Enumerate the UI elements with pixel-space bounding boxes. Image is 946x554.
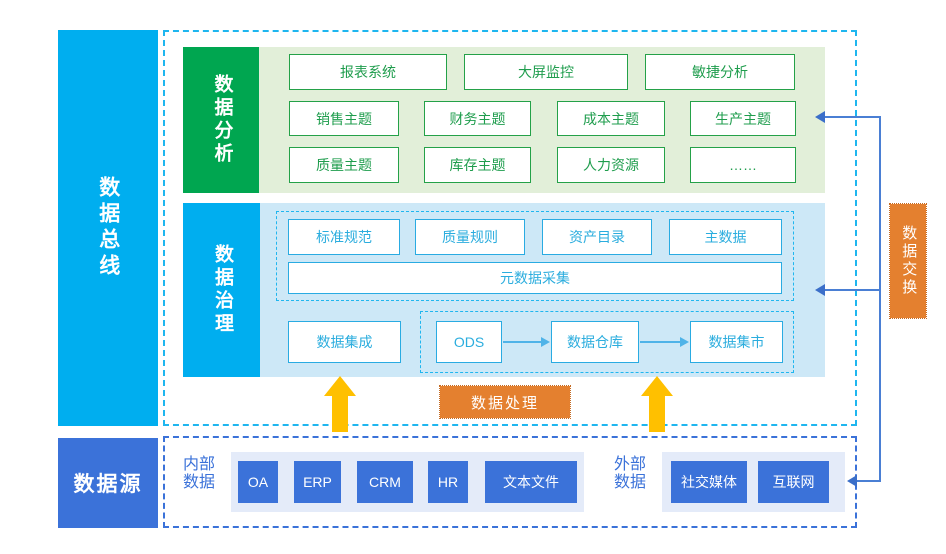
pipeline-ods-label: ODS bbox=[453, 334, 485, 350]
upload-arrow-left-stem bbox=[332, 396, 348, 432]
governance-standard-label: 资产目录 bbox=[569, 229, 625, 245]
pipeline-warehouse-label: 数据仓库 bbox=[567, 334, 623, 350]
exchange-connector-vertical bbox=[879, 116, 881, 482]
data-processing-badge: 数据处理 bbox=[439, 385, 571, 419]
governance-tag-label: 数据治理 bbox=[211, 244, 233, 336]
exchange-connector-analysis-line bbox=[825, 116, 881, 118]
analysis-item-label: 生产主题 bbox=[715, 110, 771, 127]
governance-standards-group bbox=[276, 211, 794, 301]
exchange-connector-governance-line bbox=[825, 289, 881, 291]
upload-arrow-right-stem bbox=[649, 396, 665, 432]
source-item-crm[interactable]: CRM bbox=[357, 461, 413, 503]
analysis-tag: 数据分析 bbox=[183, 47, 259, 193]
analysis-item[interactable]: 人力资源 bbox=[557, 147, 665, 183]
source-item-social-media[interactable]: 社交媒体 bbox=[671, 461, 747, 503]
analysis-item[interactable]: 报表系统 bbox=[289, 54, 447, 90]
metadata-collection-label: 元数据采集 bbox=[500, 270, 570, 286]
pipeline-arrow-2-tip bbox=[680, 337, 689, 347]
analysis-item[interactable]: 敏捷分析 bbox=[645, 54, 795, 90]
source-item-internet[interactable]: 互联网 bbox=[758, 461, 829, 503]
analysis-item[interactable]: 库存主题 bbox=[424, 147, 531, 183]
source-item-label: 互联网 bbox=[772, 474, 815, 490]
analysis-item-label: 敏捷分析 bbox=[692, 64, 748, 80]
data-source-bar: 数据源 bbox=[58, 438, 158, 528]
source-item-label: OA bbox=[247, 474, 269, 490]
analysis-item-label: 销售主题 bbox=[316, 110, 372, 127]
data-bus-label: 数据总线 bbox=[96, 176, 120, 280]
source-item-text-file[interactable]: 文本文件 bbox=[485, 461, 577, 503]
metadata-collection-box[interactable]: 元数据采集 bbox=[288, 262, 782, 294]
analysis-item[interactable]: …… bbox=[690, 147, 796, 183]
data-exchange-badge: 数据交换 bbox=[889, 203, 927, 319]
exchange-connector-source-line bbox=[857, 480, 881, 482]
analysis-item-label: 财务主题 bbox=[449, 110, 506, 127]
analysis-item-label: 人力资源 bbox=[583, 157, 639, 173]
analysis-item-label: 库存主题 bbox=[449, 157, 506, 173]
pipeline-arrow-1-tip bbox=[541, 337, 550, 347]
governance-standard-item[interactable]: 资产目录 bbox=[542, 219, 652, 255]
source-item-label: 文本文件 bbox=[503, 474, 559, 490]
analysis-tag-label: 数据分析 bbox=[211, 74, 233, 166]
analysis-item-label: 报表系统 bbox=[340, 64, 396, 80]
upload-arrow-left-tip bbox=[324, 376, 356, 396]
analysis-item[interactable]: 财务主题 bbox=[424, 101, 531, 136]
source-item-erp[interactable]: ERP bbox=[294, 461, 341, 503]
exchange-connector-analysis-arrow bbox=[815, 111, 825, 123]
source-item-label: 社交媒体 bbox=[681, 474, 737, 490]
external-data-label-line1: 外部 bbox=[613, 456, 646, 473]
source-item-label: ERP bbox=[303, 474, 332, 490]
data-exchange-label: 数据交换 bbox=[900, 225, 918, 297]
data-integration-label: 数据集成 bbox=[316, 334, 373, 350]
warehouse-pipeline-group bbox=[420, 311, 794, 373]
internal-data-label-line2: 数据 bbox=[182, 474, 215, 492]
source-item-label: HR bbox=[437, 474, 459, 490]
analysis-item[interactable]: 销售主题 bbox=[289, 101, 399, 136]
governance-standard-item[interactable]: 质量规则 bbox=[415, 219, 525, 255]
governance-standard-label: 主数据 bbox=[704, 229, 747, 245]
pipeline-warehouse-box[interactable]: 数据仓库 bbox=[551, 321, 639, 363]
governance-standard-item[interactable]: 标准规范 bbox=[288, 219, 400, 255]
data-processing-label: 数据处理 bbox=[470, 394, 539, 412]
source-item-label: CRM bbox=[369, 474, 401, 490]
analysis-item-label: 大屏监控 bbox=[518, 64, 574, 80]
analysis-item[interactable]: 生产主题 bbox=[690, 101, 796, 136]
governance-standard-label: 质量规则 bbox=[442, 229, 498, 245]
data-integration-box[interactable]: 数据集成 bbox=[288, 321, 401, 363]
internal-data-label: 内部 数据 bbox=[172, 456, 226, 493]
governance-standard-item[interactable]: 主数据 bbox=[669, 219, 782, 255]
platform-frame bbox=[163, 30, 857, 426]
pipeline-arrow-1-line bbox=[503, 341, 542, 343]
data-bus-bar: 数据总线 bbox=[58, 30, 158, 426]
exchange-connector-source-arrow bbox=[847, 475, 857, 487]
analysis-item-label: 成本主题 bbox=[583, 110, 639, 127]
analysis-item-label: 质量主题 bbox=[316, 157, 372, 173]
external-data-label-line2: 数据 bbox=[613, 474, 646, 492]
analysis-item[interactable]: 质量主题 bbox=[289, 147, 399, 183]
governance-standard-label: 标准规范 bbox=[316, 229, 372, 245]
analysis-item-label: …… bbox=[729, 157, 757, 173]
governance-tag: 数据治理 bbox=[183, 203, 260, 377]
source-item-oa[interactable]: OA bbox=[238, 461, 278, 503]
upload-arrow-right-tip bbox=[641, 376, 673, 396]
source-item-hr[interactable]: HR bbox=[428, 461, 468, 503]
analysis-item[interactable]: 大屏监控 bbox=[464, 54, 628, 90]
pipeline-arrow-2-line bbox=[640, 341, 681, 343]
data-source-label: 数据源 bbox=[73, 473, 143, 496]
external-data-label: 外部 数据 bbox=[603, 456, 657, 493]
pipeline-mart-label: 数据集市 bbox=[708, 334, 765, 350]
analysis-item[interactable]: 成本主题 bbox=[557, 101, 665, 136]
pipeline-mart-box[interactable]: 数据集市 bbox=[690, 321, 783, 363]
pipeline-ods-box[interactable]: ODS bbox=[436, 321, 502, 363]
internal-data-label-line1: 内部 bbox=[182, 456, 215, 473]
exchange-connector-governance-arrow bbox=[815, 284, 825, 296]
